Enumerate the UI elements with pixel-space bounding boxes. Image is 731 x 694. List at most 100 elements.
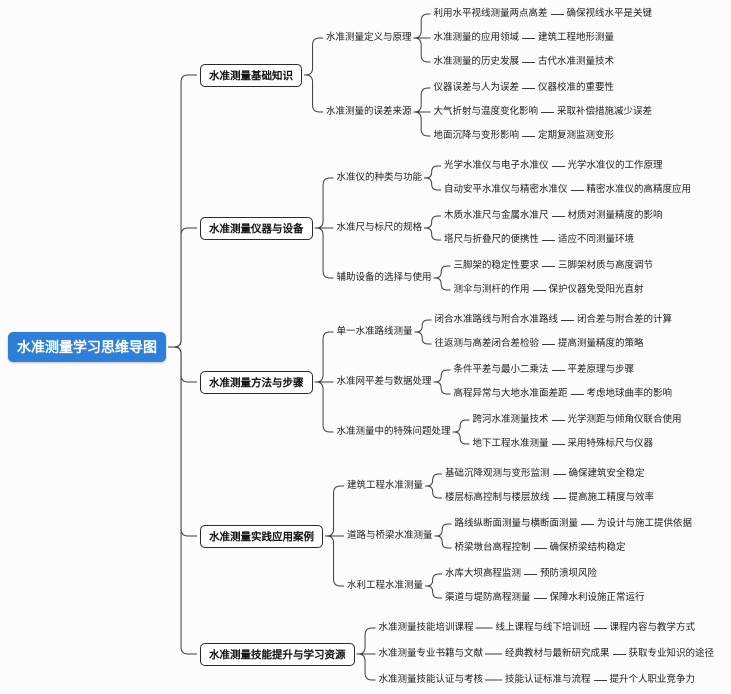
leaf-detail[interactable]: 定期复测监测变形 <box>538 130 615 141</box>
leaf-detail[interactable]: 采用特殊标尺与仪器 <box>567 438 654 449</box>
subtopic-node[interactable]: 道路与桥梁水准测量 <box>347 530 433 541</box>
branch-row: 水准测量仪器与设备 水准仪的种类与功能 光学水准仪与电子水准仪 光学水准仪的工作… <box>200 158 727 298</box>
leaf-detail[interactable]: 适应不同测量环境 <box>558 234 635 245</box>
leaf-topic[interactable]: 塔尺与折叠尺的便携性 <box>444 234 540 245</box>
leaf-detail[interactable]: 采取补偿措施减少误差 <box>557 106 653 117</box>
subtopic-node[interactable]: 水准仪的种类与功能 <box>336 172 423 183</box>
leaf-topic[interactable]: 渠道与堤防高程测量 <box>445 592 531 603</box>
leaf-row: 高程异常与大地水准面差距 考虑地球曲率的影响 <box>454 386 673 402</box>
leaf-topic[interactable]: 桥梁墩台高程控制 <box>454 542 531 553</box>
leaf-detail[interactable]: 仪器校准的重要性 <box>538 82 615 93</box>
subtopic-row: 辅助设备的选择与使用 三脚架的稳定性要求 三脚架材质与高度调节 测伞与测杆的作用… <box>337 258 692 298</box>
leaf-topic[interactable]: 经典教材与最新研究成果 <box>505 648 610 659</box>
dash-connector <box>593 627 607 629</box>
leaf-topic[interactable]: 水库大坝高程监测 <box>445 568 522 579</box>
leaf-topic[interactable]: 三脚架的稳定性要求 <box>453 260 540 271</box>
subtopic-node[interactable]: 水准测量专业书籍与文献 <box>378 648 484 659</box>
leaf-detail[interactable]: 确保建筑安全稳定 <box>568 468 645 479</box>
leaf-topic[interactable]: 自动安平水准仪与精密水准仪 <box>444 184 568 195</box>
subtopic-node[interactable]: 水准网平差与数据处理 <box>336 376 432 387</box>
leaf-detail[interactable]: 确保桥梁结构稳定 <box>549 542 626 553</box>
leaf-detail[interactable]: 保护仪器免受阳光直射 <box>548 284 644 295</box>
leaf-detail[interactable]: 提高施工精度与效率 <box>568 492 655 503</box>
leaf-row: 跨河水准测量技术 光学测距与倾角仪联合使用 <box>473 412 682 428</box>
subtopic-node[interactable]: 水利工程水准测量 <box>347 580 424 591</box>
dash-connector <box>522 87 536 89</box>
leaf-topic[interactable]: 地下工程水准测量 <box>472 438 549 449</box>
subtopic-row: 水利工程水准测量 水库大坝高程监测 预防溃坝风险 渠道与堤防高程测量 保障水利设… <box>347 566 692 606</box>
leaf-detail[interactable]: 获取专业知识的途径 <box>628 648 715 659</box>
subtopic-node[interactable]: 单一水准路线测量 <box>336 326 413 337</box>
leaf-detail[interactable]: 保障水利设施正常运行 <box>549 592 645 603</box>
leaf-detail[interactable]: 为设计与施工提供依据 <box>597 518 693 529</box>
subtopic-node[interactable]: 水准测量技能培训课程 <box>378 622 474 633</box>
branch-column: 水准测量基础知识 水准测量定义与原理 利用水平视线测量两点高差 确保视线水平是关… <box>200 6 727 688</box>
dash-connector <box>522 61 536 63</box>
leaf-detail[interactable]: 预防溃坝风险 <box>540 568 598 579</box>
leaf-topic[interactable]: 条件平差与最小二乘法 <box>453 364 549 375</box>
leaf-topic[interactable]: 测伞与测杆的作用 <box>453 284 530 295</box>
leaf-topic[interactable]: 楼层标高控制与楼层放线 <box>445 492 550 503</box>
leaf-row: 木质水准尺与金属水准尺 材质对测量精度的影响 <box>444 208 663 224</box>
subtopic-leaves: 线上课程与线下培训班 课程内容与教学方式 <box>496 620 696 636</box>
leaf-row: 利用水平视线测量两点高差 确保视线水平是关键 <box>434 6 653 22</box>
branch-node[interactable]: 水准测量方法与步骤 <box>200 370 313 394</box>
leaf-topic[interactable]: 水准测量的应用领域 <box>433 32 520 43</box>
subtopic-node[interactable]: 水准测量技能认证与考核 <box>378 674 484 685</box>
subtopic-node[interactable]: 辅助设备的选择与使用 <box>336 272 432 283</box>
branch-node[interactable]: 水准测量基础知识 <box>200 63 302 87</box>
leaf-topic[interactable]: 地面沉降与变形影响 <box>433 130 520 141</box>
dash-connector <box>552 473 566 475</box>
branch-children: 水准测量定义与原理 利用水平视线测量两点高差 确保视线水平是关键 水准测量的应用… <box>326 6 652 144</box>
subtopic-node[interactable]: 水准测量定义与原理 <box>326 32 412 43</box>
leaf-topic[interactable]: 往返测与高差闭合差检验 <box>434 338 540 349</box>
leaf-topic[interactable]: 跨河水准测量技术 <box>472 414 549 425</box>
leaf-row: 自动安平水准仪与精密水准仪 精密水准仪的高精度应用 <box>444 182 691 198</box>
leaf-detail[interactable]: 光学水准仪的工作原理 <box>567 160 663 171</box>
leaf-detail[interactable]: 提升个人职业竞争力 <box>609 674 696 685</box>
leaf-detail[interactable]: 闭合差与附合差的计算 <box>577 314 673 325</box>
leaf-topic[interactable]: 基础沉降观测与变形监测 <box>445 468 550 479</box>
leaf-detail[interactable]: 光学测距与倾角仪联合使用 <box>567 414 682 425</box>
leaf-topic[interactable]: 闭合水准路线与附合水准路线 <box>434 314 559 325</box>
leaf-topic[interactable]: 路线纵断面测量与横断面测量 <box>454 518 579 529</box>
leaf-topic[interactable]: 大气折射与温度变化影响 <box>433 106 539 117</box>
leaf-topic[interactable]: 高程异常与大地水准面差距 <box>453 388 568 399</box>
subtopic-node[interactable]: 水准尺与标尺的规格 <box>336 222 423 233</box>
leaf-detail[interactable]: 建筑工程地形测量 <box>538 32 615 43</box>
leaf-detail[interactable]: 精密水准仪的高精度应用 <box>586 184 692 195</box>
branch-node[interactable]: 水准测量仪器与设备 <box>200 216 313 240</box>
subtopic-row: 建筑工程水准测量 基础沉降观测与变形监测 确保建筑安全稳定 楼层标高控制与楼层放… <box>347 466 692 506</box>
branch-children: 水准仪的种类与功能 光学水准仪与电子水准仪 光学水准仪的工作原理 自动安平水准仪… <box>337 158 692 298</box>
leaf-row: 闭合水准路线与附合水准路线 闭合差与附合差的计算 <box>435 312 673 328</box>
leaf-topic[interactable]: 光学水准仪与电子水准仪 <box>444 160 549 171</box>
dash-connector <box>542 239 556 241</box>
root-node[interactable]: 水准测量学习思维导图 <box>8 332 166 362</box>
leaf-topic[interactable]: 水准测量的历史发展 <box>433 56 520 67</box>
subtopic-leaves: 水库大坝高程监测 预防溃坝风险 渠道与堤防高程测量 保障水利设施正常运行 <box>445 566 645 606</box>
subtopic-node[interactable]: 建筑工程水准测量 <box>347 480 424 491</box>
leaf-topic[interactable]: 线上课程与线下培训班 <box>495 622 591 633</box>
leaf-row: 经典教材与最新研究成果 获取专业知识的途径 <box>505 646 714 662</box>
leaf-row: 仪器误差与人为误差 仪器校准的重要性 <box>434 80 653 96</box>
leaf-detail[interactable]: 古代水准测量技术 <box>538 56 615 67</box>
leaf-detail[interactable]: 平差原理与步骤 <box>567 364 635 375</box>
leaf-topic[interactable]: 仪器误差与人为误差 <box>433 82 520 93</box>
leaf-detail[interactable]: 考虑地球曲率的影响 <box>586 388 673 399</box>
leaf-detail[interactable]: 材质对测量精度的影响 <box>567 210 663 221</box>
leaf-row: 水库大坝高程监测 预防溃坝风险 <box>445 566 645 582</box>
leaf-row: 地面沉降与变形影响 定期复测监测变形 <box>434 128 653 144</box>
leaf-detail[interactable]: 三脚架材质与高度调节 <box>558 260 654 271</box>
leaf-topic[interactable]: 技能认证标准与流程 <box>505 674 591 685</box>
leaf-detail[interactable]: 课程内容与教学方式 <box>609 622 696 633</box>
leaf-topic[interactable]: 木质水准尺与金属水准尺 <box>444 210 549 221</box>
branch-node[interactable]: 水准测量实践应用案例 <box>200 524 323 548</box>
leaf-row: 路线纵断面测量与横断面测量 为设计与施工提供依据 <box>455 516 693 532</box>
subtopic-node[interactable]: 水准测量的误差来源 <box>326 106 412 117</box>
leaf-detail[interactable]: 确保视线水平是关键 <box>566 8 653 19</box>
branch-node[interactable]: 水准测量技能提升与学习资源 <box>200 642 355 666</box>
subtopic-node[interactable]: 水准测量中的特殊问题处理 <box>336 426 451 437</box>
leaf-topic[interactable]: 利用水平视线测量两点高差 <box>433 8 548 19</box>
leaf-detail[interactable]: 提高测量精度的策略 <box>558 338 644 349</box>
